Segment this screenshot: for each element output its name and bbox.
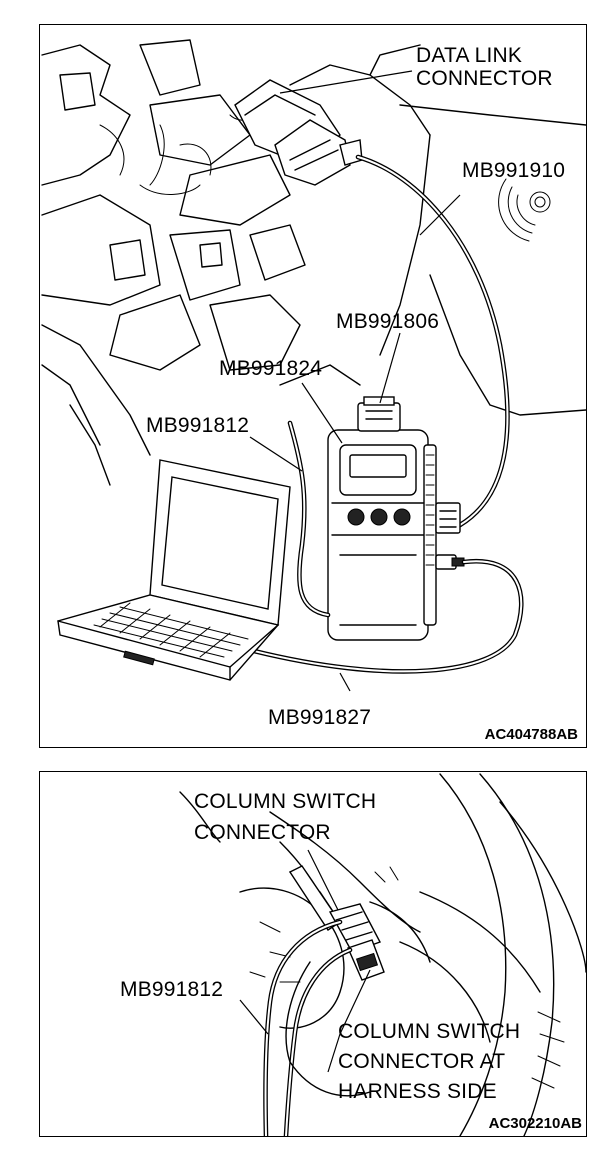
figure-code-bottom: AC302210AB	[488, 1115, 582, 1132]
mb991812-label: MB991812	[146, 414, 250, 437]
mb991824-label: MB991824	[219, 357, 323, 380]
column-switch-panel: COLUMN SWITCH CONNECTOR MB991812 COLUMN …	[39, 771, 587, 1137]
vehicle-connection-illustration	[41, 39, 586, 692]
column-switch-connector-label-line1: COLUMN SWITCH	[194, 790, 377, 813]
harness-side-label-line2: CONNECTOR AT	[338, 1050, 506, 1073]
laptop-computer	[57, 459, 291, 681]
steering-wheel-sketch	[399, 773, 586, 1136]
column-switch-connector	[288, 865, 385, 981]
label-leader-lines-bottom	[239, 849, 371, 1073]
data-link-connector	[234, 79, 363, 186]
harness-side-label-line1: COLUMN SWITCH	[338, 1020, 521, 1043]
harness-sketch	[285, 961, 371, 1097]
data-link-connector-label-line2: CONNECTOR	[416, 67, 553, 90]
connection-diagram-panel: DATA LINK CONNECTOR MB991910 MB991806 MB…	[39, 24, 587, 748]
mb991827-label: MB991827	[268, 706, 372, 729]
vci-side-connectors	[435, 502, 465, 570]
figure-code: AC404788AB	[484, 726, 578, 743]
mb991812-cable	[287, 420, 331, 618]
mb991910-label: MB991910	[462, 159, 566, 182]
mb991806-label: MB991806	[336, 310, 440, 333]
mb991806-connector	[357, 396, 401, 432]
dashboard-background-sketch	[41, 39, 586, 486]
column-switch-illustration	[179, 773, 586, 1136]
label-leader-lines	[249, 70, 461, 692]
column-switch-connector-label-line2: CONNECTOR	[194, 821, 331, 844]
mb991812-cable-bottom-2	[283, 947, 353, 1136]
vci-unit-mb991824	[327, 429, 437, 641]
mb991812-label-bottom: MB991812	[120, 978, 224, 1001]
data-link-connector-label-line1: DATA LINK	[416, 44, 523, 67]
harness-side-label-line3: HARNESS SIDE	[338, 1080, 497, 1103]
